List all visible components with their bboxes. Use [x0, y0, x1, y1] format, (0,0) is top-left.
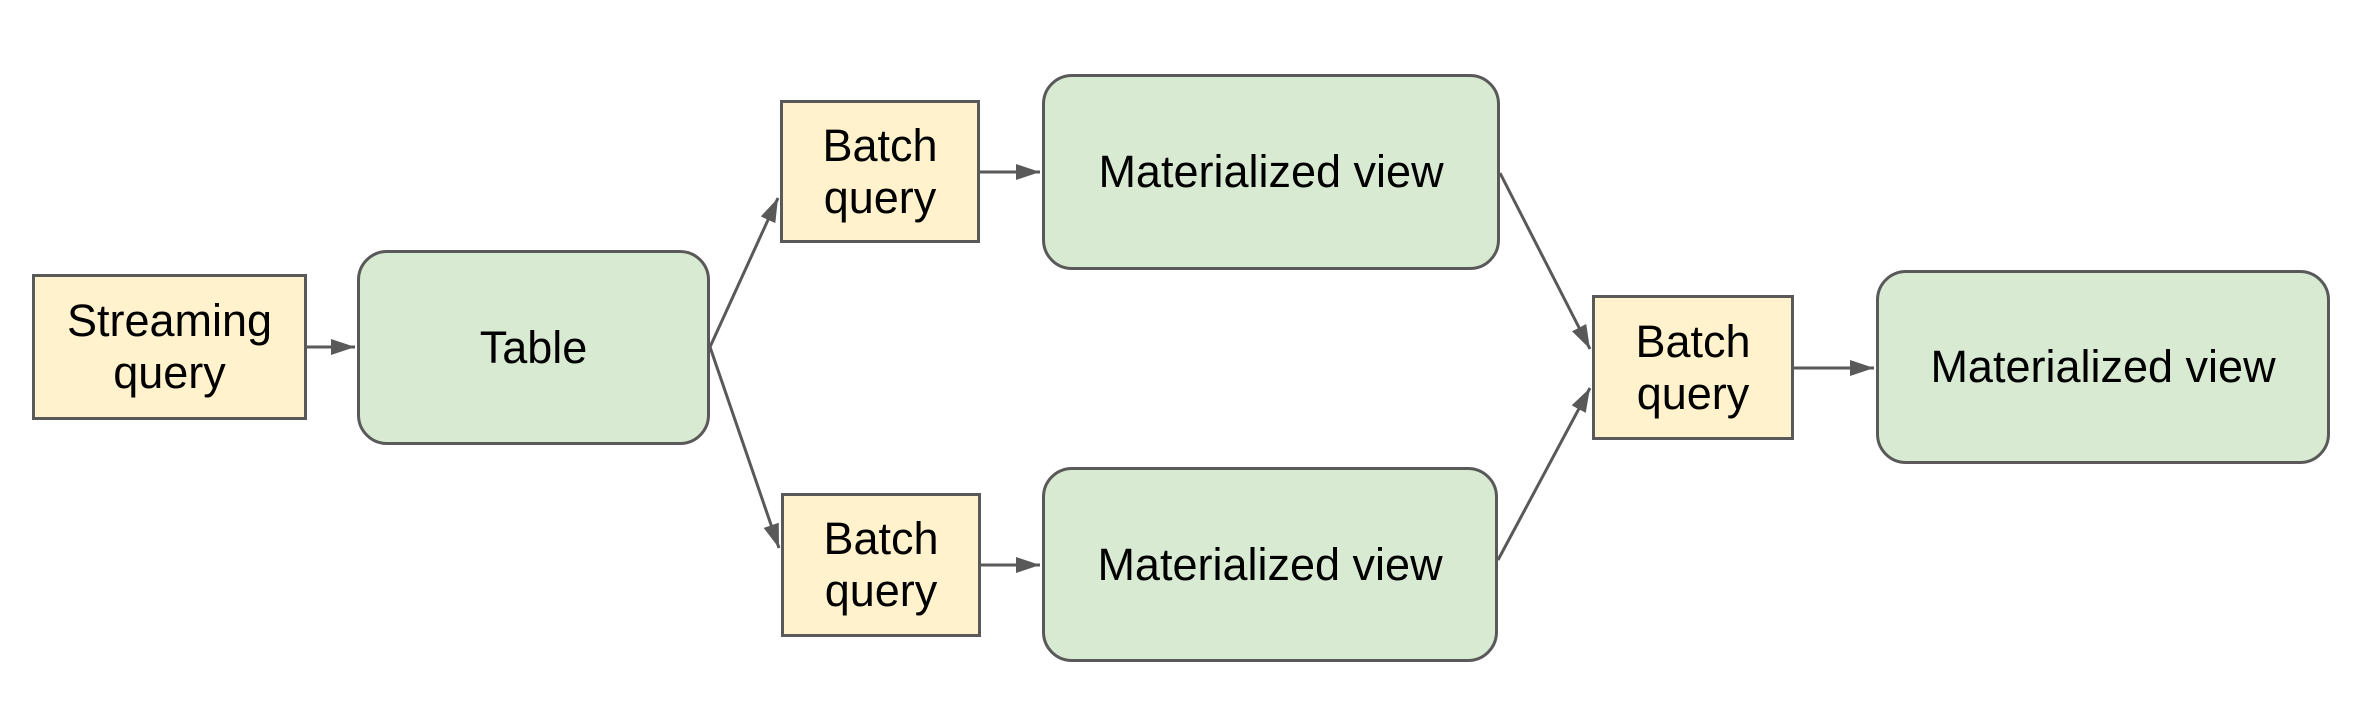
node-batch-query-final-label: Batch query	[1635, 315, 1751, 419]
node-materialized-view-top: Materialized view	[1042, 74, 1500, 270]
node-batch-query-top-label: Batch query	[822, 119, 938, 223]
node-streaming-query-label: Streaming query	[66, 295, 273, 398]
edge-mv-top-to-batch-query-final	[1498, 172, 1592, 350]
edge-table-to-batch-query-top	[708, 197, 780, 348]
node-batch-query-bottom: Batch query	[781, 493, 981, 637]
node-batch-query-top: Batch query	[780, 100, 980, 243]
node-materialized-view-bottom: Materialized view	[1042, 467, 1498, 662]
node-table: Table	[357, 250, 710, 445]
edge-mv-bottom-to-batch-query-final	[1496, 387, 1592, 561]
node-streaming-query: Streaming query	[32, 274, 307, 420]
node-table-label: Table	[479, 321, 588, 373]
node-batch-query-bottom-label: Batch query	[823, 513, 939, 616]
node-materialized-view-bottom-label: Materialized view	[1097, 538, 1443, 590]
edge-table-to-batch-query-bottom	[708, 346, 781, 549]
node-batch-query-final: Batch query	[1592, 295, 1794, 440]
node-materialized-view-top-label: Materialized view	[1098, 146, 1444, 197]
node-materialized-view-final: Materialized view	[1876, 270, 2330, 464]
node-materialized-view-final-label: Materialized view	[1930, 341, 2276, 392]
